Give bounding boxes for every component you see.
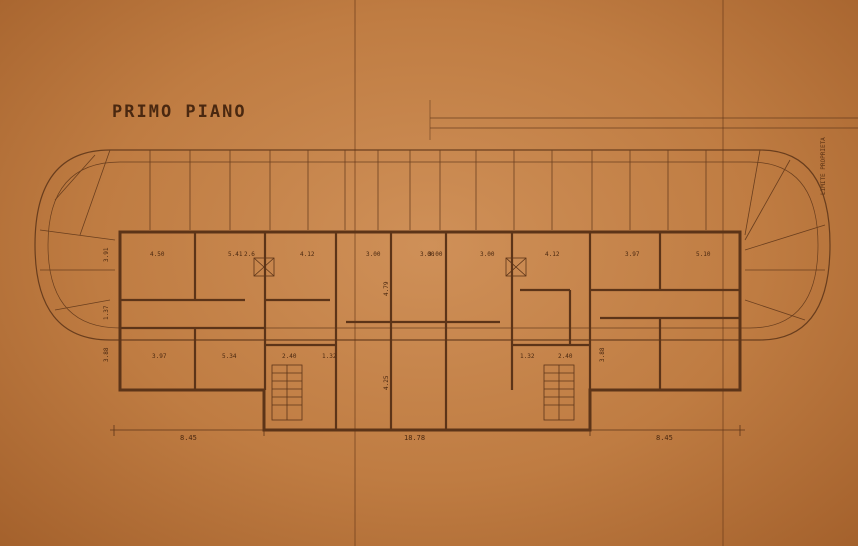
dim-vert-left-2: 1.37 [103, 305, 110, 320]
dim-vert-center-1: 4.79 [383, 281, 390, 296]
dim-top-9: 4.12 [545, 251, 560, 258]
building-outline [118, 230, 742, 432]
dim-top-11: 5.10 [696, 251, 711, 258]
dim-vert-left-1: 3.91 [103, 247, 110, 262]
paper-fold-right [722, 0, 724, 546]
dim-bottom-4: 1.32 [322, 353, 337, 360]
dim-bottom-6: 2.40 [558, 353, 573, 360]
plan-title: PRIMO PIANO [112, 102, 247, 122]
dim-bottom-3: 2.40 [282, 353, 297, 360]
dim-top-2: 5.41 [228, 251, 243, 258]
dim-top-1: 4.50 [150, 251, 165, 258]
dim-top-6: 3.00 [420, 251, 435, 258]
dim-vert-left-3: 3.88 [103, 347, 110, 362]
paper-fold-left [354, 0, 356, 546]
dim-bottom-2: 5.34 [222, 353, 237, 360]
dim-vert-right-1: 3.88 [599, 347, 606, 362]
dim-top-5: 3.00 [366, 251, 381, 258]
dim-bottom-5: 1.32 [520, 353, 535, 360]
dim-bottom-1: 3.97 [152, 353, 167, 360]
dim-overall-center: 18.78 [404, 434, 425, 442]
dim-top-4: 4.12 [300, 251, 315, 258]
dim-top-3: 2.6 [244, 251, 255, 258]
dim-top-7: 3.00 [428, 251, 443, 258]
balcony-outline [34, 149, 831, 341]
dim-top-8: 3.00 [480, 251, 495, 258]
dim-vert-center-2: 4.25 [383, 375, 390, 390]
dim-overall-left: 8.45 [180, 434, 197, 442]
dim-top-10: 3.97 [625, 251, 640, 258]
dim-overall-right: 8.45 [656, 434, 673, 442]
